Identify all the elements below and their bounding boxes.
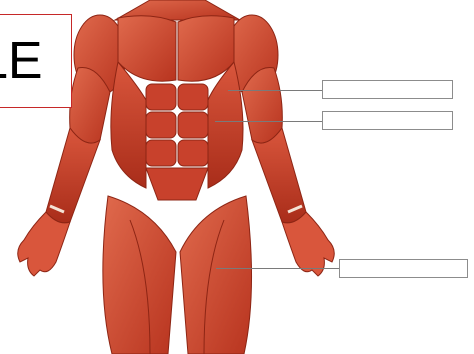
right-thigh [180, 196, 252, 354]
right-pectoral [178, 16, 234, 81]
label-box-1[interactable] [322, 80, 453, 99]
leader-line-1 [228, 90, 324, 91]
label-box-2[interactable] [322, 111, 453, 130]
abdominals [146, 84, 208, 200]
right-oblique [208, 62, 243, 188]
left-oblique [111, 62, 146, 188]
left-pectoral [118, 16, 176, 81]
title-text: LE [0, 33, 43, 89]
label-box-3[interactable] [339, 259, 468, 278]
leader-line-2 [215, 121, 324, 122]
leader-line-3 [216, 268, 340, 269]
title-box: LE [0, 14, 72, 108]
left-thigh [103, 196, 176, 354]
